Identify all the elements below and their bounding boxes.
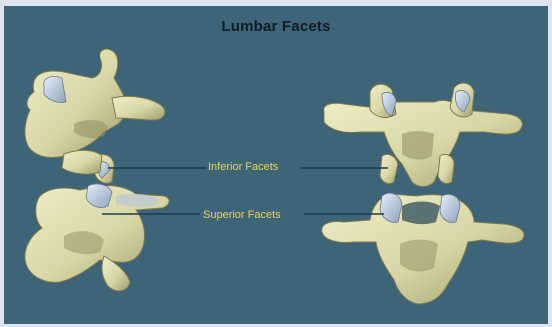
- upper-vertebra-lateral: [25, 49, 165, 183]
- diagram-frame: Lumbar Facets: [4, 6, 548, 324]
- superior-facets-label: Superior Facets: [203, 209, 281, 221]
- upper-vertebra-posterior: [324, 83, 523, 186]
- lower-vertebra-lateral: [25, 184, 169, 291]
- lateral-view: [25, 49, 169, 291]
- posterior-view: [322, 83, 524, 304]
- lower-vertebra-posterior: [322, 193, 524, 304]
- inferior-facets-label: Inferior Facets: [208, 161, 278, 173]
